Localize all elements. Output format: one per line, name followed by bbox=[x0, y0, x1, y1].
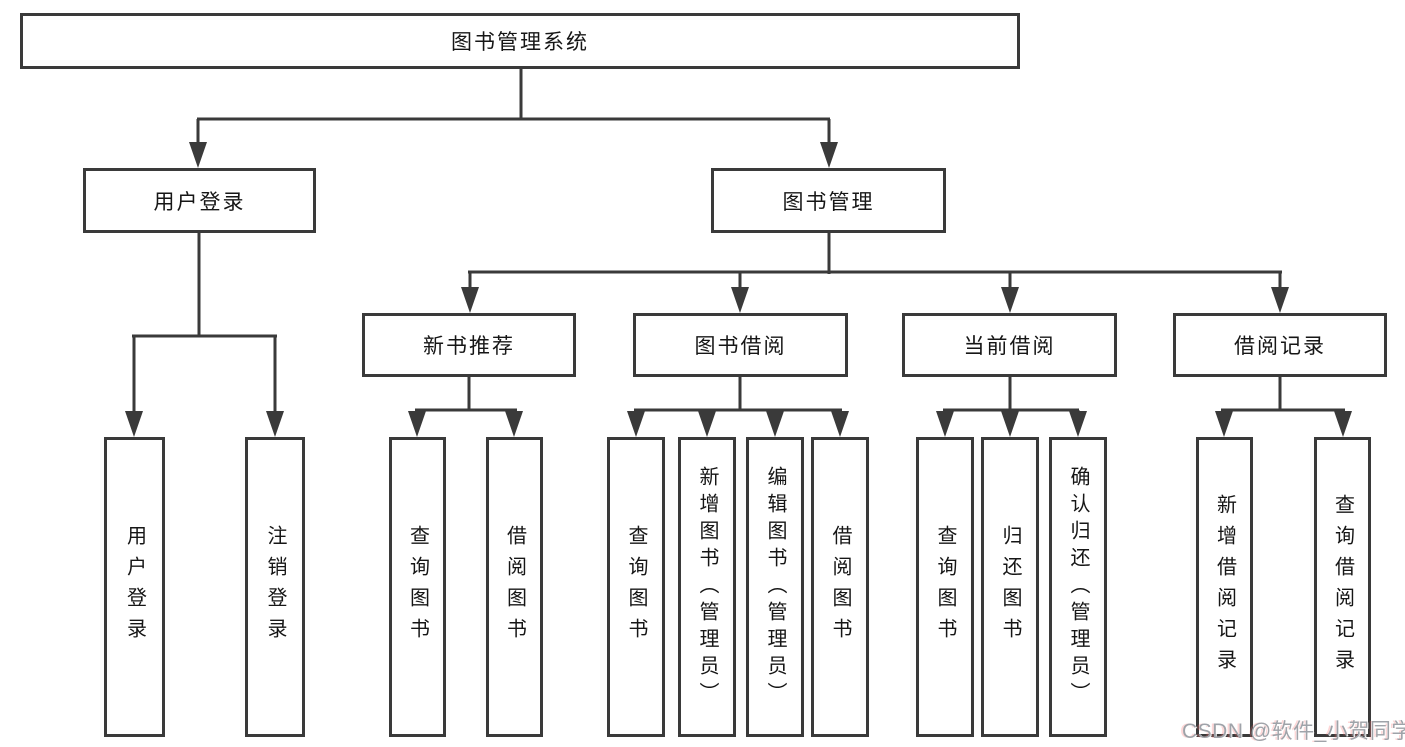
connector-newbook-to-leaves bbox=[415, 377, 517, 416]
leaf-bb-query-book: 查询图书 bbox=[607, 437, 665, 737]
node-book-borrow: 图书借阅 bbox=[633, 313, 848, 377]
leaf-cb-return-book: 归还图书 bbox=[981, 437, 1039, 737]
node-book-borrow-label: 图书借阅 bbox=[694, 335, 787, 358]
leaf-bb-add-book-label: 新增图书（管理员） bbox=[696, 465, 718, 709]
leaf-cb-confirm-return-label: 确认归还（管理员） bbox=[1067, 465, 1089, 709]
connector-bookmgmt-to-level3 bbox=[468, 233, 1282, 292]
leaf-bb-query-book-label: 查询图书 bbox=[625, 525, 647, 649]
leaf-user-login-label: 用户登录 bbox=[123, 525, 146, 649]
node-root-label: 图书管理系统 bbox=[451, 31, 589, 54]
node-current-borrow: 当前借阅 bbox=[902, 313, 1117, 377]
leaf-cb-query-book: 查询图书 bbox=[916, 437, 974, 737]
leaf-cb-confirm-return: 确认归还（管理员） bbox=[1049, 437, 1107, 737]
node-user-login: 用户登录 bbox=[83, 168, 316, 233]
leaf-bb-borrow-book: 借阅图书 bbox=[811, 437, 869, 737]
connector-bookborrow-to-leaves bbox=[634, 377, 842, 416]
leaf-user-login: 用户登录 bbox=[104, 437, 165, 737]
leaf-br-query-record: 查询借阅记录 bbox=[1314, 437, 1371, 737]
leaf-bb-edit-book: 编辑图书（管理员） bbox=[746, 437, 804, 737]
leaf-cb-return-book-label: 归还图书 bbox=[999, 525, 1021, 649]
leaf-br-add-record: 新增借阅记录 bbox=[1196, 437, 1253, 737]
node-borrow-records: 借阅记录 bbox=[1173, 313, 1387, 377]
node-new-book-recommend: 新书推荐 bbox=[362, 313, 576, 377]
leaf-br-query-record-label: 查询借阅记录 bbox=[1331, 494, 1354, 680]
leaf-bb-borrow-book-label: 借阅图书 bbox=[829, 525, 851, 649]
node-root: 图书管理系统 bbox=[20, 13, 1020, 69]
leaf-nbr-borrow-book-label: 借阅图书 bbox=[503, 525, 526, 649]
node-borrow-records-label: 借阅记录 bbox=[1234, 335, 1326, 358]
leaf-cb-query-book-label: 查询图书 bbox=[934, 525, 956, 649]
node-current-borrow-label: 当前借阅 bbox=[963, 335, 1056, 358]
connector-userlogin-to-leaves bbox=[132, 233, 277, 417]
leaf-logout: 注销登录 bbox=[245, 437, 305, 737]
connector-currentborrow-to-leaves bbox=[943, 377, 1080, 416]
leaf-logout-label: 注销登录 bbox=[264, 525, 286, 649]
connector-borrowrecords-to-leaves bbox=[1221, 377, 1345, 416]
node-book-management-label: 图书管理 bbox=[782, 190, 875, 214]
leaf-bb-edit-book-label: 编辑图书（管理员） bbox=[764, 465, 786, 709]
leaf-nbr-query-book-label: 查询图书 bbox=[406, 525, 429, 649]
node-new-book-recommend-label: 新书推荐 bbox=[423, 335, 515, 358]
watermark: CSDN @软件_小贺同学 bbox=[1182, 720, 1405, 743]
leaf-nbr-query-book: 查询图书 bbox=[389, 437, 446, 737]
leaf-bb-add-book: 新增图书（管理员） bbox=[678, 437, 736, 737]
connector-root-to-level2 bbox=[196, 68, 831, 148]
node-book-management: 图书管理 bbox=[711, 168, 946, 233]
leaf-nbr-borrow-book: 借阅图书 bbox=[486, 437, 543, 737]
leaf-br-add-record-label: 新增借阅记录 bbox=[1213, 494, 1236, 680]
node-user-login-label: 用户登录 bbox=[153, 190, 246, 214]
